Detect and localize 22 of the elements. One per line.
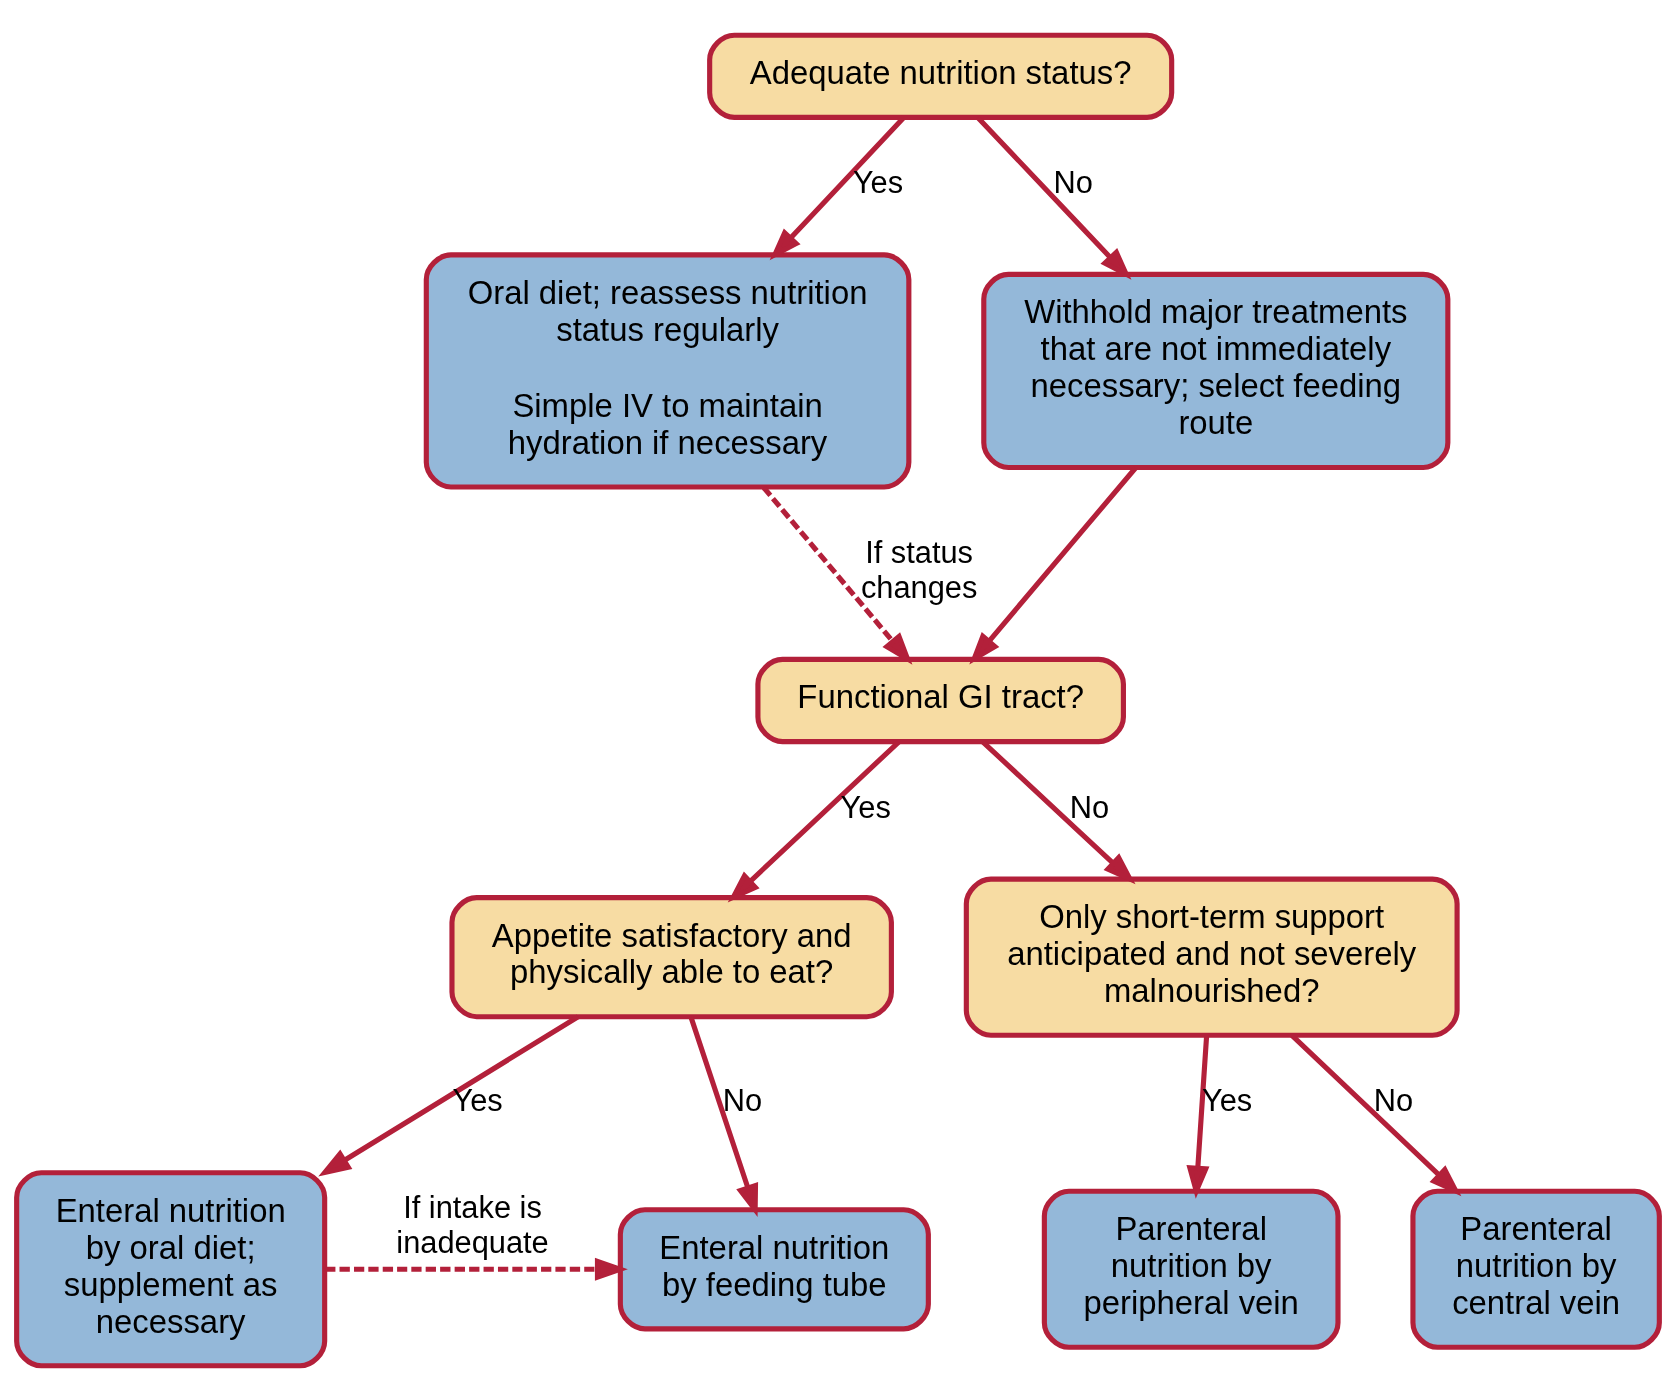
node-box: Enteral nutrition by oral diet; supplement as necessary [14,1169,328,1368]
node-box: Withhold major treatments that are not immediately necessary; select feeding route [981,271,1451,470]
node-box: Oral diet; reassess nutrition status regularly Simple IV to maintain hydration if necessary [423,251,912,489]
arrow [318,1014,580,1176]
node-box: Only short-term support anticipated and not severely malnourished? [963,876,1460,1038]
edge-label: If status changes [860,534,978,605]
edge-label: Yes [452,1082,503,1118]
node-box: Parenteral nutrition by peripheral vein [1041,1188,1341,1350]
node-box: Appetite satisfactory and physically able to eat? [449,894,894,1019]
edge-label: No [1053,164,1093,200]
arrow [1186,1034,1210,1199]
edge-label: No [1373,1082,1414,1118]
node-box: Enteral nutrition by feeding tube [617,1206,931,1331]
edge-label: No [1069,789,1110,825]
node-box: Adequate nutrition status? [707,32,1175,120]
node-box: Parenteral nutrition by central vein [1410,1188,1662,1350]
edge-label: Yes [852,164,904,200]
edge-label: If intake is inadequate [396,1189,549,1260]
arrow [325,1257,628,1281]
node-box: Functional GI tract? [755,656,1126,744]
edge-label: Yes [840,789,891,825]
edge-label: No [722,1082,763,1118]
